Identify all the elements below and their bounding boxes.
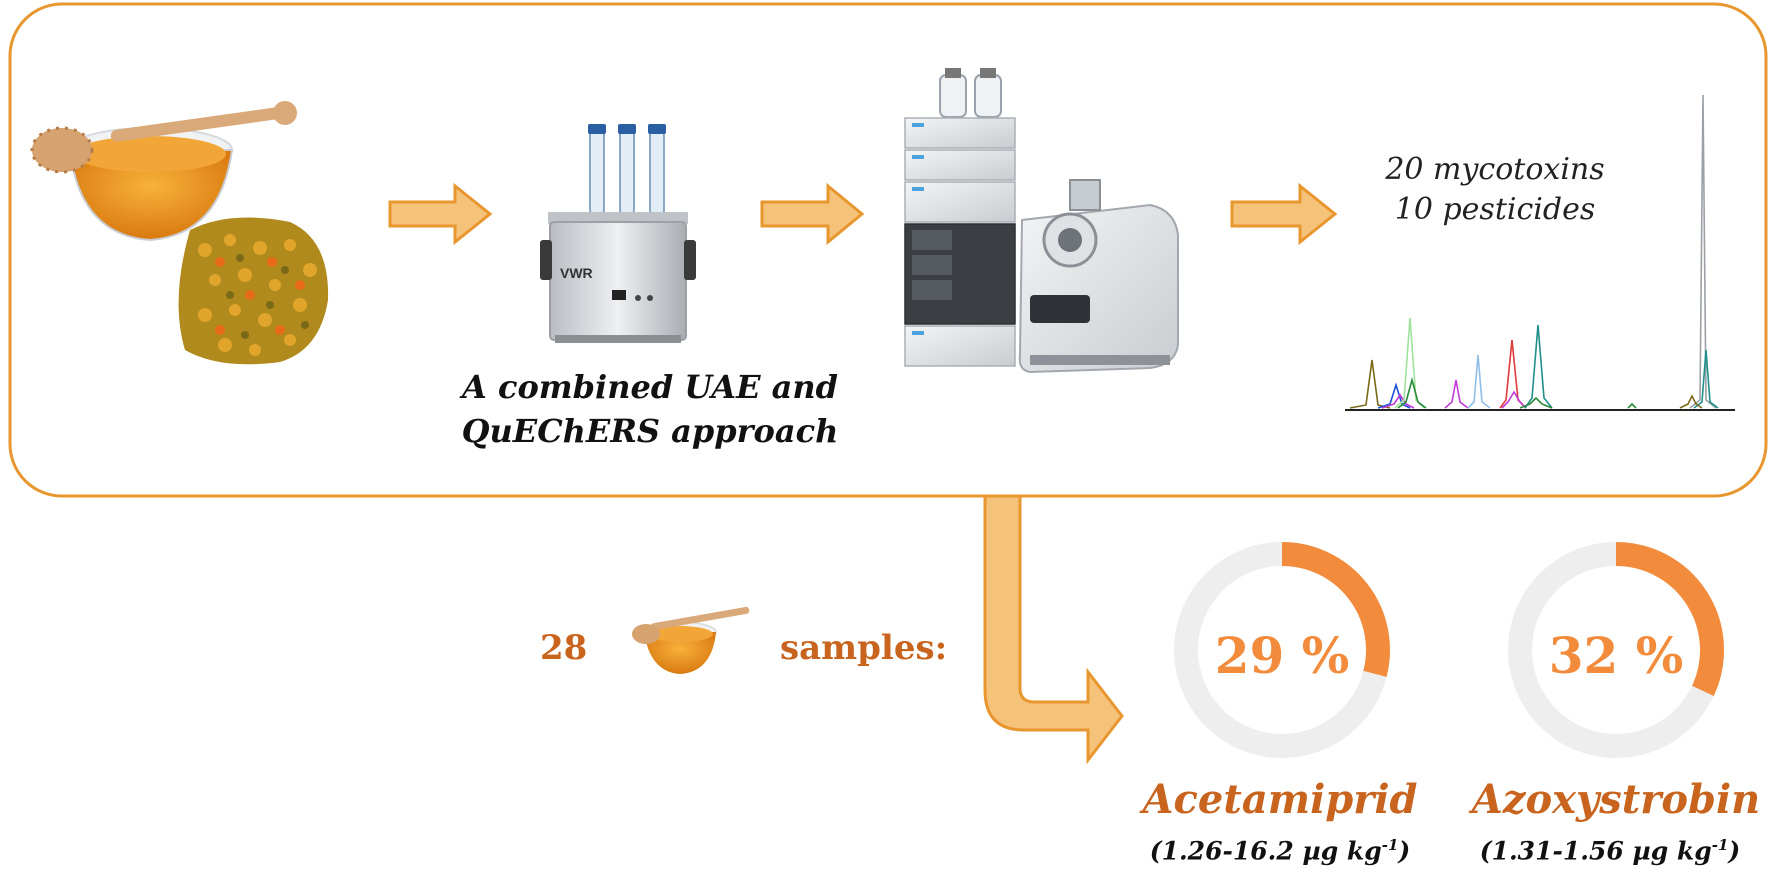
acetamiprid-percent: 29 % (1214, 626, 1350, 685)
sample-count: 28 (540, 628, 588, 668)
samples-label: samples: (780, 628, 948, 668)
method-label-line2: QuEChERS approach (461, 412, 839, 450)
acetamiprid-donut-arc (1281, 542, 1390, 677)
honey-bowl-small-icon (632, 606, 750, 674)
method-label: A combined UAE and QuEChERS approach (420, 365, 880, 453)
analytes-label: 20 mycotoxins 10 pesticides (1330, 150, 1660, 230)
azoxystrobin-unit-exponent: -1 (1711, 836, 1729, 854)
svg-text:VWR: VWR (560, 265, 593, 281)
ultrasonic-bath-icon: VWR (540, 124, 696, 343)
pesticides-count-label: 10 pesticides (1394, 192, 1596, 227)
arrow-to-results (1230, 182, 1338, 246)
acetamiprid-range-close: ) (1398, 836, 1411, 866)
acetamiprid-range: (1.26-16.2 µg kg-1) (1110, 836, 1450, 865)
honey-bowl-icon (30, 101, 297, 242)
azoxystrobin-range: (1.31-1.56 µg kg-1) (1440, 836, 1778, 865)
acetamiprid-unit-exponent: -1 (1381, 836, 1399, 854)
workflow-frame (8, 2, 1768, 498)
azoxystrobin-range-text: (1.31-1.56 µg kg (1479, 836, 1712, 866)
chromatogram-icon (1345, 94, 1735, 411)
bee-pollen-icon (178, 217, 329, 365)
arrow-to-extraction (388, 182, 493, 246)
acetamiprid-name: Acetamiprid (1142, 776, 1418, 823)
arrow-to-findings (983, 494, 1124, 765)
azoxystrobin-percent: 32 % (1548, 626, 1684, 685)
azoxystrobin-donut-arc (1615, 542, 1724, 696)
acetamiprid-range-text: (1.26-16.2 µg kg (1149, 836, 1382, 866)
azoxystrobin-name: Azoxystrobin (1471, 776, 1761, 823)
mycotoxins-count-label: 20 mycotoxins (1385, 152, 1605, 187)
arrow-to-instrument (760, 182, 865, 246)
method-label-line1: A combined UAE and (462, 368, 838, 406)
azoxystrobin-range-close: ) (1728, 836, 1741, 866)
lc-ms-instrument-icon (904, 68, 1179, 374)
